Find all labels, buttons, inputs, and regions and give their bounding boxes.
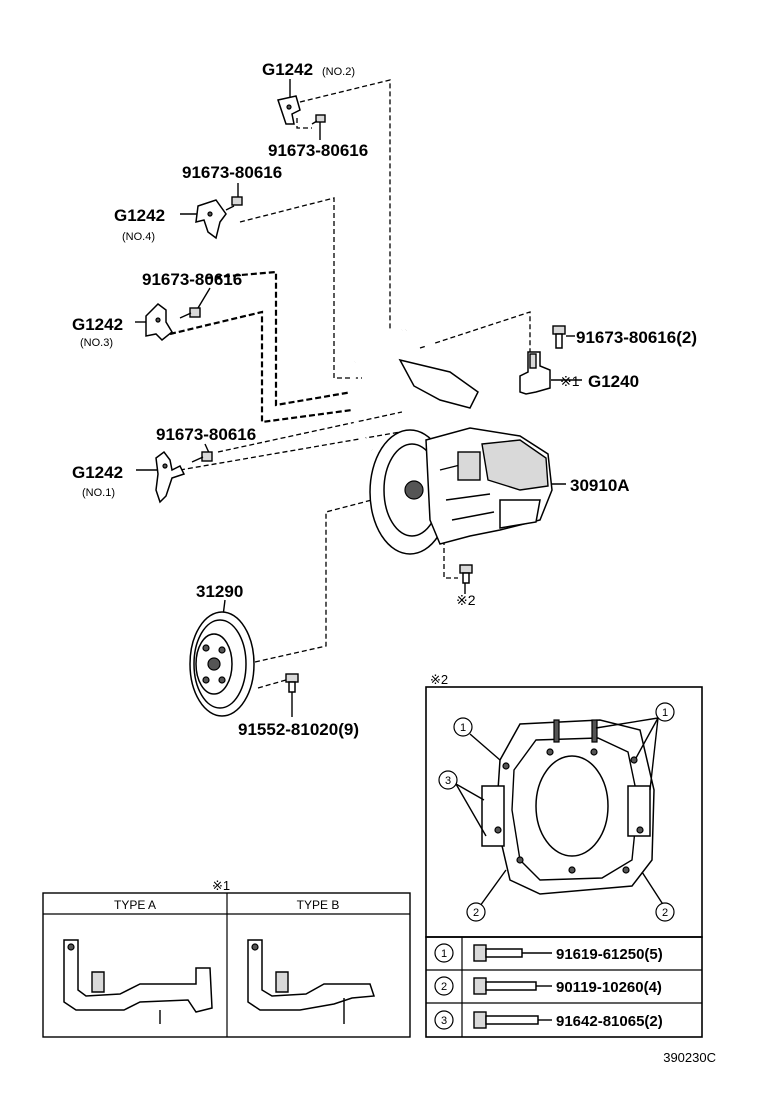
bolt-no3-part: 91673-80616 [142,270,242,289]
bracket-g1242-no3 [145,303,173,342]
detail-panel-mark: ※2 [430,672,448,687]
svg-text:2: 2 [473,907,479,919]
svg-text:3: 3 [441,1015,447,1027]
bolt-icon [191,451,213,463]
bell-housing-face [481,719,655,895]
bolt-g1240-part: 91673-80616(2) [576,328,697,347]
transaxle-part: 30910A [570,476,630,495]
svg-text:1: 1 [460,722,466,734]
g1242-no2-note: (NO.2) [322,66,355,78]
svg-text:2: 2 [662,907,668,919]
type-b-bracket [247,939,376,1024]
bolt-table: 1 91619-61250(5) 2 90119-10260(4) [425,936,703,1038]
detail-panel: ※2 [425,672,703,1038]
mark-2: ※2 [456,592,476,608]
bolt-icon [552,325,566,349]
bolt-no1-part: 91673-80616 [156,425,256,444]
g1240-code: G1240 [588,372,639,391]
figure-id: 390230C [663,1050,716,1065]
bolt-part-2: 90119-10260(4) [556,979,662,996]
flywheel [189,611,255,717]
flywheel-part: 31290 [196,582,243,601]
type-a-bracket [63,939,213,1024]
marker-3: 3 [438,770,458,790]
g1242-no4-note: (NO.4) [122,231,155,243]
marker-2-left: 2 [466,902,486,922]
g1242-no1-note: (NO.1) [82,487,115,499]
bolt-no4-part: 91673-80616 [182,163,282,182]
g1242-no1-code: G1242 [72,463,123,482]
bolt-row-3: 3 91642-81065(2) [434,1010,663,1030]
marker-1-right: 1 [655,702,675,722]
bolt-row-1: 1 91619-61250(5) [434,943,663,963]
bolt-part-1: 91619-61250(5) [556,946,663,963]
svg-text:3: 3 [445,775,451,787]
bolt-no2-part: 91673-80616 [268,141,368,160]
marker-1-left: 1 [453,717,473,737]
svg-text:2: 2 [441,981,447,993]
bolt-icon [473,944,523,962]
g1242-no4-code: G1242 [114,206,165,225]
svg-text:1: 1 [662,707,668,719]
bolt-icon [459,564,473,584]
g1240-mark: ※1 [560,373,580,389]
bolt-icon [473,1011,539,1029]
callout-labels: G1242 (NO.2) 91673-80616 91673-80616 G12… [72,60,697,739]
bolt-icon [179,307,201,319]
bracket-g1240 [519,351,551,395]
bolt-icon [311,114,326,125]
bracket-g1242-no2 [277,95,301,125]
bracket-g1242-no4 [195,199,227,240]
bolt-row-2: 2 90119-10260(4) [434,976,662,996]
type-a-header: TYPE A [114,898,156,912]
g1242-no3-code: G1242 [72,315,123,334]
g1242-no2-code: G1242 [262,60,313,79]
type-panel-mark: ※1 [212,878,230,893]
g1242-no3-note: (NO.3) [80,337,113,349]
bolt-icon [225,196,243,211]
type-b-header: TYPE B [297,898,340,912]
transaxle-assembly [350,323,553,555]
svg-text:1: 1 [441,948,447,960]
bracket-g1242-no1 [155,450,186,504]
bolt-part-3: 91642-81065(2) [556,1013,663,1030]
type-panel: ※1 TYPE A TYPE B [42,878,411,1038]
marker-2-right: 2 [655,902,675,922]
bolt-icon [285,673,299,693]
bolt-icon [473,977,537,995]
flywheel-bolt-part: 91552-81020(9) [238,720,359,739]
